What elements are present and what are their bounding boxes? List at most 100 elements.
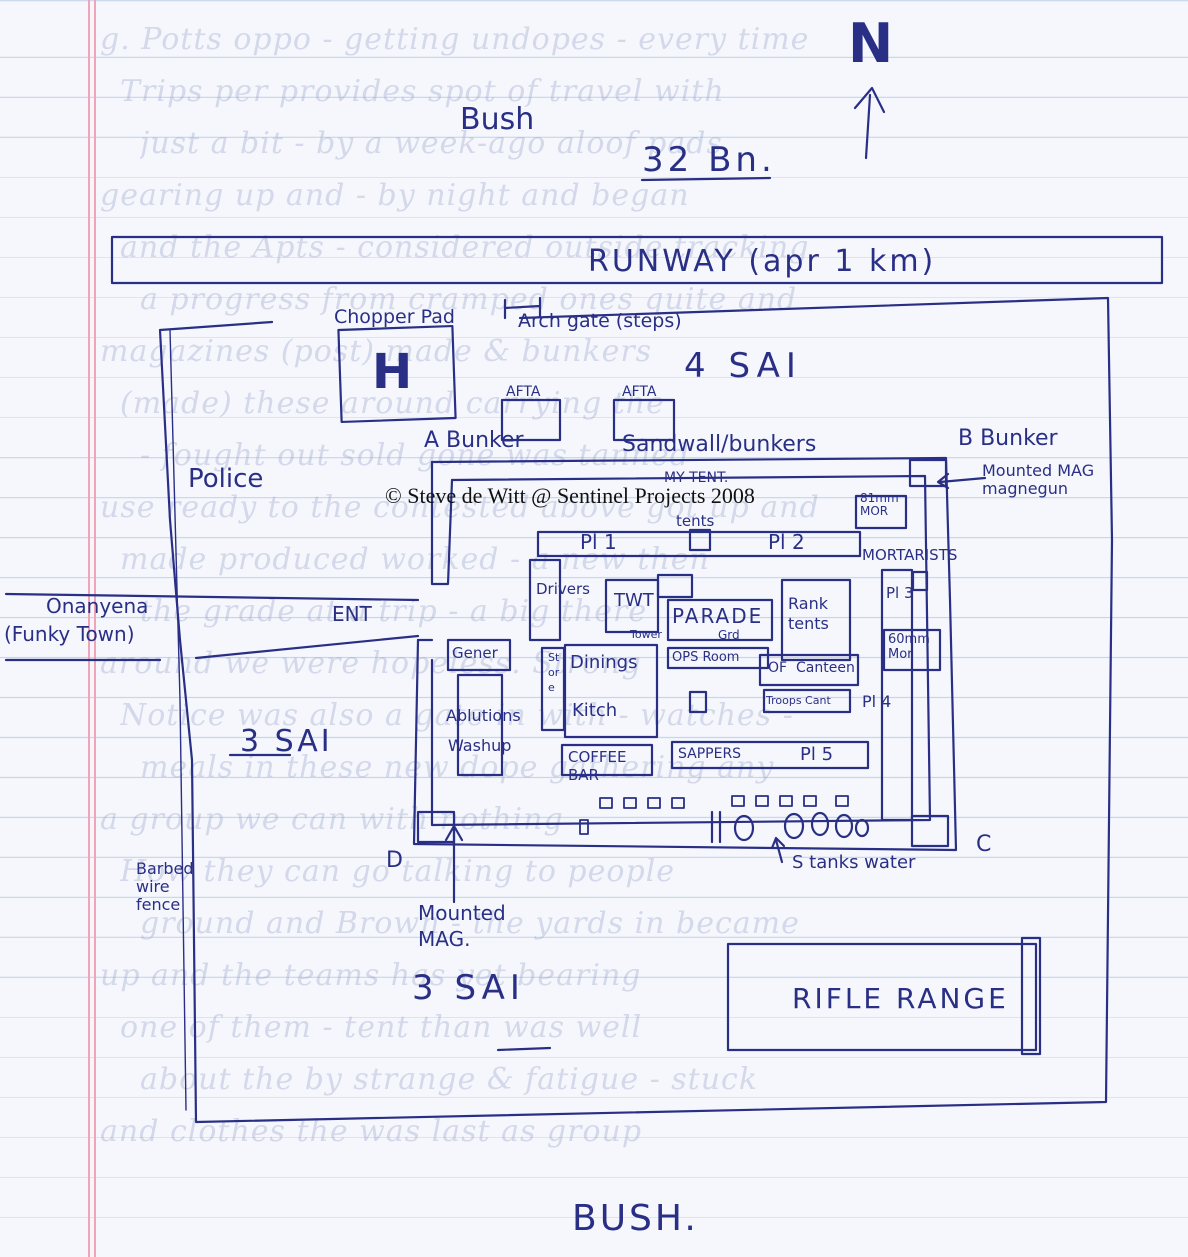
runway-strip [110,235,1164,285]
label-mor-81: 81mm MOR [860,491,899,518]
label-my-tent: MY TENT. [664,470,729,486]
bleed-line: one of them - tent than was well [120,1010,643,1045]
chopper-pad-box [337,324,457,424]
generator-box [446,638,512,672]
label-mounted-mag-d: Mounted MAG. [418,901,506,951]
bleed-line: up and the teams has yet bearing [100,958,642,993]
b-bunker-box [908,458,948,488]
copyright-watermark: © Steve de Witt @ Sentinel Projects 2008 [385,483,755,508]
c-bunker-box [910,814,950,848]
bleed-line: a progress from cramped ones quite and [140,282,798,317]
label-pl4: Pl 4 [862,692,892,711]
bleed-line: and the Apts - considered outside tracki… [120,230,810,265]
label-4sai: 4 SAI [684,346,802,386]
bleed-line: - fought out sold gone was tanned [140,438,690,473]
bleed-line: use ready to the contested above got up … [100,490,820,525]
sandwall-inner [430,474,932,827]
label-parade: PARADE [672,604,764,628]
label-afta-2: AFTA [622,384,657,400]
north-arrow-icon [853,86,886,160]
label-funky-town: (Funky Town) [4,622,135,646]
coffee-bar-box [560,743,654,777]
label-kitch: Kitch [572,700,618,721]
ops-room-box [666,646,770,670]
label-3sai-left: 3 SAI [240,724,333,759]
bottom-tents [579,795,849,835]
bleed-line: around we were hopeless. Strong [100,646,642,681]
parade-ground [666,598,774,642]
label-police: Police [188,464,264,494]
bleed-line: How they can go talking to people [120,854,675,889]
rank-tents [780,578,852,662]
mor-81-box [854,494,908,530]
perimeter-fence [158,296,1114,1124]
dining-kitchen-box [563,643,659,739]
label-onanyena: Onanyena [46,594,149,618]
pl1-pl2-tents [536,530,862,558]
label-chopper-pad: Chopper Pad [334,306,455,328]
label-32bn: 32 Bn. [642,140,776,180]
label-drivers: Drivers [536,580,590,598]
label-troops-cant: Troops Cant [766,694,831,707]
bleed-line: a group we can with nothing [100,802,564,837]
twt-box [604,578,660,634]
helipad-h-icon: H [372,344,413,400]
label-b-bunker: B Bunker [958,426,1058,451]
label-arch-gate: Arch gate (steps) [518,310,682,332]
margin-line-2 [94,0,96,1257]
label-sappers: SAPPERS [678,746,742,762]
afta-box-1 [500,398,562,442]
label-60mm-mor: 60mm Mor [888,632,930,662]
label-c-corner: C [976,832,992,857]
label-ablutions: Ablutions [446,706,521,725]
bleed-line: about the by strange & fatigue - stuck [140,1062,759,1097]
bleed-line: (made) these around carrying the [120,386,665,421]
compass-n: N [848,12,894,75]
label-ops-room: OPS Room [672,650,740,665]
label-d-corner: D [386,848,403,873]
drivers-tents [528,558,562,642]
label-gener: Gener [452,644,498,662]
label-mortarists: MORTARISTS [862,546,958,564]
label-tower: Tower [630,628,662,641]
bleed-line: gearing up and - by night and began [100,178,690,213]
label-barbed-wire: Barbed wire fence [136,859,194,914]
label-coffee-bar: COFFEE BAR [568,748,627,784]
label-store: Store [548,651,560,694]
label-twt: TWT [614,590,654,611]
label-grd: Grd [718,628,740,642]
label-canteen: Canteen [796,660,855,676]
label-pl3: Pl 3 [886,584,914,602]
label-pl5: Pl 5 [800,744,834,765]
bleed-line: made produced worked - a new then [120,542,710,577]
label-bush-top: Bush [460,102,535,137]
label-tanks-water: S tanks water [792,852,916,873]
bleed-line: Notice was also a gate in with - watches… [120,698,794,733]
label-pl1: Pl 1 [580,530,617,554]
label-of: OF [768,660,788,676]
bleed-line: g. Potts oppo - getting undopes - every … [100,22,810,57]
bleed-line: ground and Brown - the yards in became [140,906,800,941]
label-pl2: Pl 2 [768,530,805,554]
label-mounted-mag: Mounted MAG magnegun [982,461,1095,498]
label-a-bunker: A Bunker [424,428,524,453]
arch-gate-mark [503,296,542,320]
label-3sai-bottom: 3 SAI [412,968,525,1008]
label-rank-tents: Rank tents [788,594,829,633]
label-bush-bottom: BUSH. [572,1198,699,1239]
label-runway: RUNWAY (apr 1 km) [588,244,937,279]
afta-box-2 [612,398,676,442]
bleed-line: Trips per provides spot of travel with [120,74,725,109]
my-tent-marker [688,528,712,552]
label-sandwall: Sandwall/bunkers [622,432,817,457]
rifle-range-box [726,942,1038,1052]
pl3-strip [880,568,914,822]
bleed-line: and clothes the was last as group [100,1114,643,1149]
bleed-line: magazines (post) made & bunkers [100,334,653,369]
label-tents: tents [676,512,715,530]
ablutions-box [456,673,504,777]
bleed-line: just a bit - by a week-ago aloof pads [140,126,723,161]
sappers-pl5-box [670,740,870,770]
